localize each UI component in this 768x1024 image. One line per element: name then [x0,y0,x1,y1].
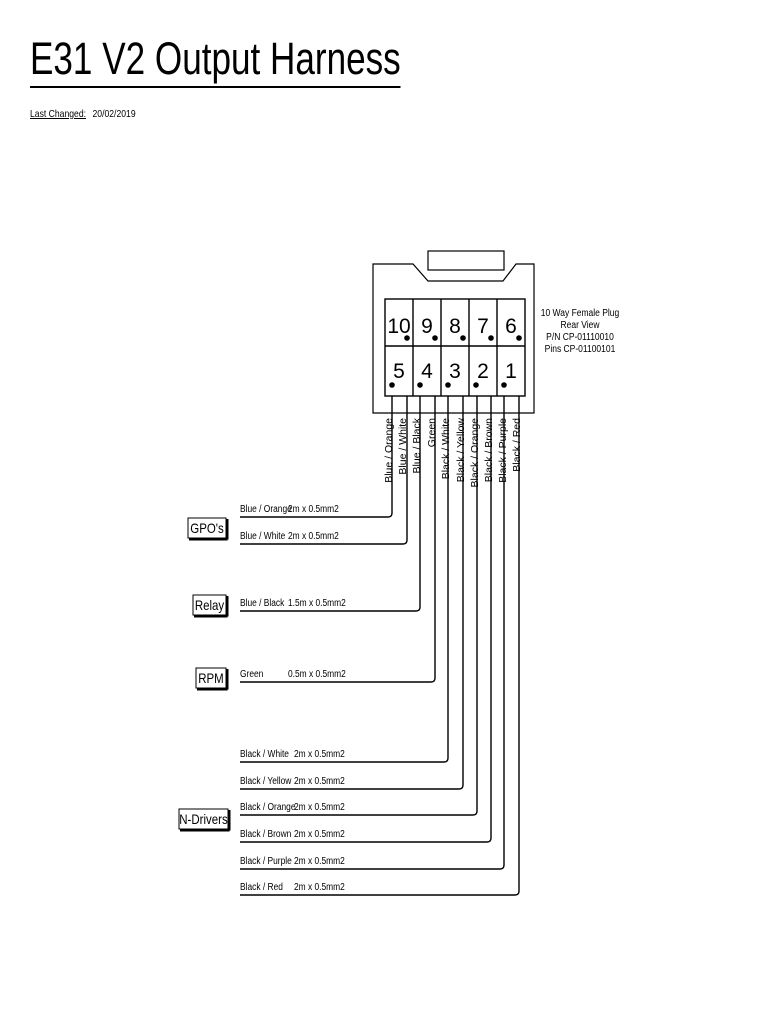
wire [240,396,421,612]
wire-spec-label: 2m x 0.5mm2 [294,855,345,867]
pin-label: Blue / Black [411,417,423,473]
last-changed-date: 20/02/2019 [92,108,136,120]
pin-block [384,298,526,397]
pin-dot [488,335,494,341]
pin-label: Black / White [440,418,452,479]
wire-color-label: Blue / White [240,530,285,542]
wire [240,396,464,790]
group-label: Relay [195,597,225,613]
pin-number: 2 [477,360,489,383]
connector-description: 10 Way Female Plug [541,307,619,318]
pin-number: 5 [393,360,405,383]
wire-color-label: Black / Yellow [240,775,291,787]
pin-number: 6 [505,315,517,338]
pin-label: Black / Purple [497,418,509,483]
group-box [195,667,227,689]
wire-spec-label: 1.5m x 0.5mm2 [288,597,346,609]
wire [240,396,408,545]
pin-number: 1 [505,360,517,383]
wire-color-label: Black / Brown [240,828,291,840]
pin-number: 10 [387,315,410,338]
connector-housing [372,263,535,414]
last-changed-label: Last Changed: [30,108,87,120]
pin-label: Black / Orange [469,418,481,488]
wire-color-label: Blue / Orange [240,503,292,515]
wire [240,396,492,843]
wire-spec-label: 0.5m x 0.5mm2 [288,668,346,680]
connector-description: P/N CP-01110010 [546,331,614,342]
pin-dot [445,382,451,388]
wire-color-label: Black / White [240,748,289,760]
page-title: E31 V2 Output Harness [30,36,401,88]
connector-description: Pins CP-01100101 [545,343,616,354]
pin-dot [404,335,410,341]
pin-dot [501,382,507,388]
pin-label: Black / Red [511,418,523,472]
wire-color-label: Black / Purple [240,855,292,867]
wire-spec-label: 2m x 0.5mm2 [294,881,345,893]
group-label: GPO's [190,520,223,536]
wire-color-label: Blue / Black [240,597,285,609]
group-label: N-Drivers [179,811,227,827]
wire [240,396,478,816]
latch-tab [427,250,505,271]
wire-color-label: Green [240,668,263,680]
wire [240,396,520,896]
pin-number: 9 [421,315,433,338]
wire-spec-label: 2m x 0.5mm2 [294,748,345,760]
last-changed: Last Changed: 20/02/2019 [30,108,136,120]
pin-dot [389,382,395,388]
pin-label: Black / Brown [483,418,495,482]
pin-number: 7 [477,315,489,338]
group-label: RPM [198,670,224,686]
pin-dot [473,382,479,388]
pin-dot [432,335,438,341]
wire [240,396,505,870]
pin-label: Green [426,418,438,447]
pin-dot [516,335,522,341]
wire-spec-label: 2m x 0.5mm2 [294,828,345,840]
pin-number: 3 [449,360,461,383]
wire [240,396,393,518]
wire [240,396,436,683]
wire-color-label: Black / Red [240,881,283,893]
pin-label: Blue / White [397,418,409,475]
group-box [178,808,229,830]
wire-spec-label: 2m x 0.5mm2 [288,503,339,515]
wire-spec-label: 2m x 0.5mm2 [288,530,339,542]
pin-label: Black / Yellow [455,418,467,483]
group-box [187,517,227,539]
pin-number: 8 [449,315,461,338]
pin-dot [460,335,466,341]
wire [240,396,449,763]
wire-spec-label: 2m x 0.5mm2 [294,801,345,813]
pin-label: Blue / Orange [383,418,395,483]
pin-dot [417,382,423,388]
group-box [192,594,227,616]
pin-number: 4 [421,360,433,383]
wire-spec-label: 2m x 0.5mm2 [294,775,345,787]
connector-description: Rear View [561,319,600,330]
wire-color-label: Black / Orange [240,801,296,813]
